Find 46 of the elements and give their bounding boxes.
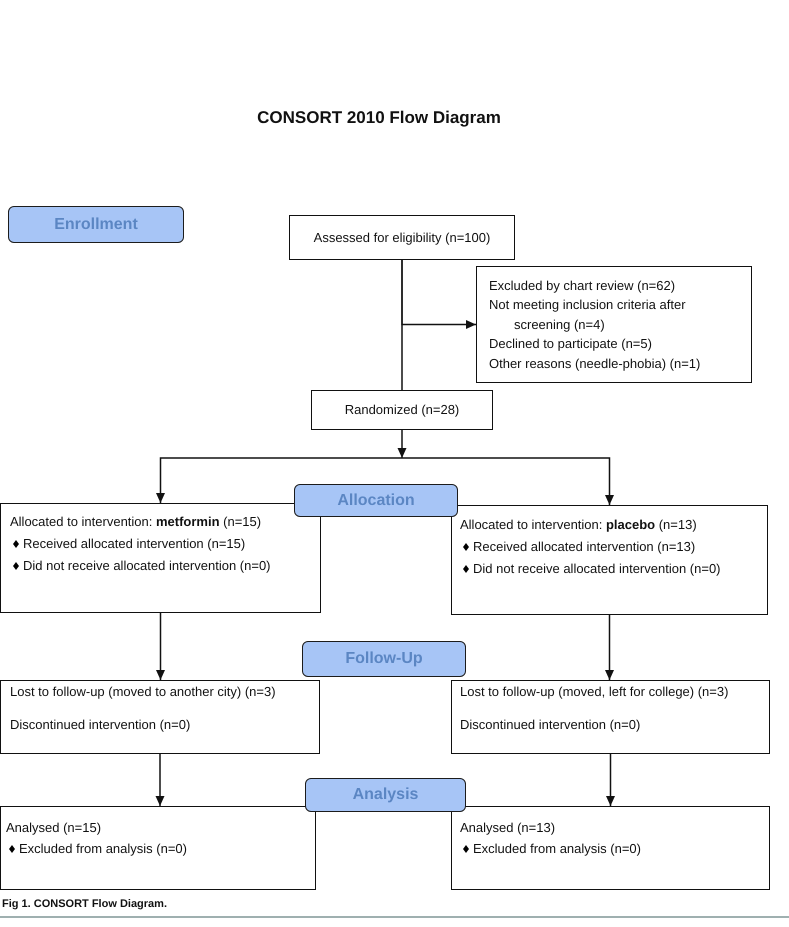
process-box xyxy=(311,390,493,430)
step-text: Discontinued intervention (n=0) xyxy=(460,716,640,734)
step-text: Analysed (n=13) xyxy=(460,819,556,837)
process-box xyxy=(476,266,752,383)
diagram-title: CONSORT 2010 Flow Diagram xyxy=(257,107,501,129)
step-text: Lost to follow-up (moved to another city) (n=3) xyxy=(10,683,276,701)
stage-banner xyxy=(8,206,184,243)
step-text: Excluded by chart review (n=62) xyxy=(489,277,676,295)
step-text: Received allocated intervention (n=15) xyxy=(23,535,246,553)
arrow xyxy=(605,615,614,680)
stage-banner xyxy=(302,641,466,677)
step-text: Not meeting inclusion criteria after screening (n=4) xyxy=(489,296,687,334)
step-text: Did not receive allocated intervention (n=0) xyxy=(23,557,271,575)
arrow xyxy=(156,457,402,503)
arrow xyxy=(398,430,406,458)
step-text: Excluded from analysis (n=0) xyxy=(473,840,641,858)
stage-label: Analysis xyxy=(352,787,418,803)
stage-banner xyxy=(294,484,458,517)
figure-caption: Fig 1. CONSORT Flow Diagram. xyxy=(2,897,168,911)
arrow xyxy=(606,754,615,806)
stage-label: Enrollment xyxy=(54,216,138,232)
process-box xyxy=(451,680,770,754)
step-text: Other reasons (needle-phobia) (n=1) xyxy=(489,354,700,373)
step-text: Received allocated intervention (n=13) xyxy=(473,538,696,556)
step-text: Randomized (n=28) xyxy=(344,401,460,420)
step-text: Allocated to intervention: placebo (n=13) xyxy=(460,516,697,534)
step-text: Did not receive allocated intervention (n=0) xyxy=(473,560,721,578)
process-box xyxy=(289,215,515,260)
arrow xyxy=(156,613,165,680)
process-box xyxy=(0,806,316,890)
process-box xyxy=(0,680,320,754)
stage-label: Allocation xyxy=(337,492,415,508)
step-text: Declined to participate (n=5) xyxy=(489,335,652,354)
stage-banner xyxy=(305,778,466,812)
step-text: Excluded from analysis (n=0) xyxy=(19,840,187,858)
stage-label: Follow-Up xyxy=(345,651,423,667)
arrow xyxy=(156,754,164,806)
step-text: Allocated to intervention: metformin (n=15) xyxy=(10,513,262,531)
arrow xyxy=(402,457,614,505)
step-text: Analysed (n=15) xyxy=(6,819,102,837)
process-box xyxy=(451,806,770,890)
process-box xyxy=(0,503,321,613)
step-text: Lost to follow-up (moved, left for college) (n=3) xyxy=(460,683,728,701)
step-text: Assessed for eligibility (n=100) xyxy=(314,228,490,247)
process-box xyxy=(451,505,768,615)
step-text: Discontinued intervention (n=0) xyxy=(10,716,190,734)
